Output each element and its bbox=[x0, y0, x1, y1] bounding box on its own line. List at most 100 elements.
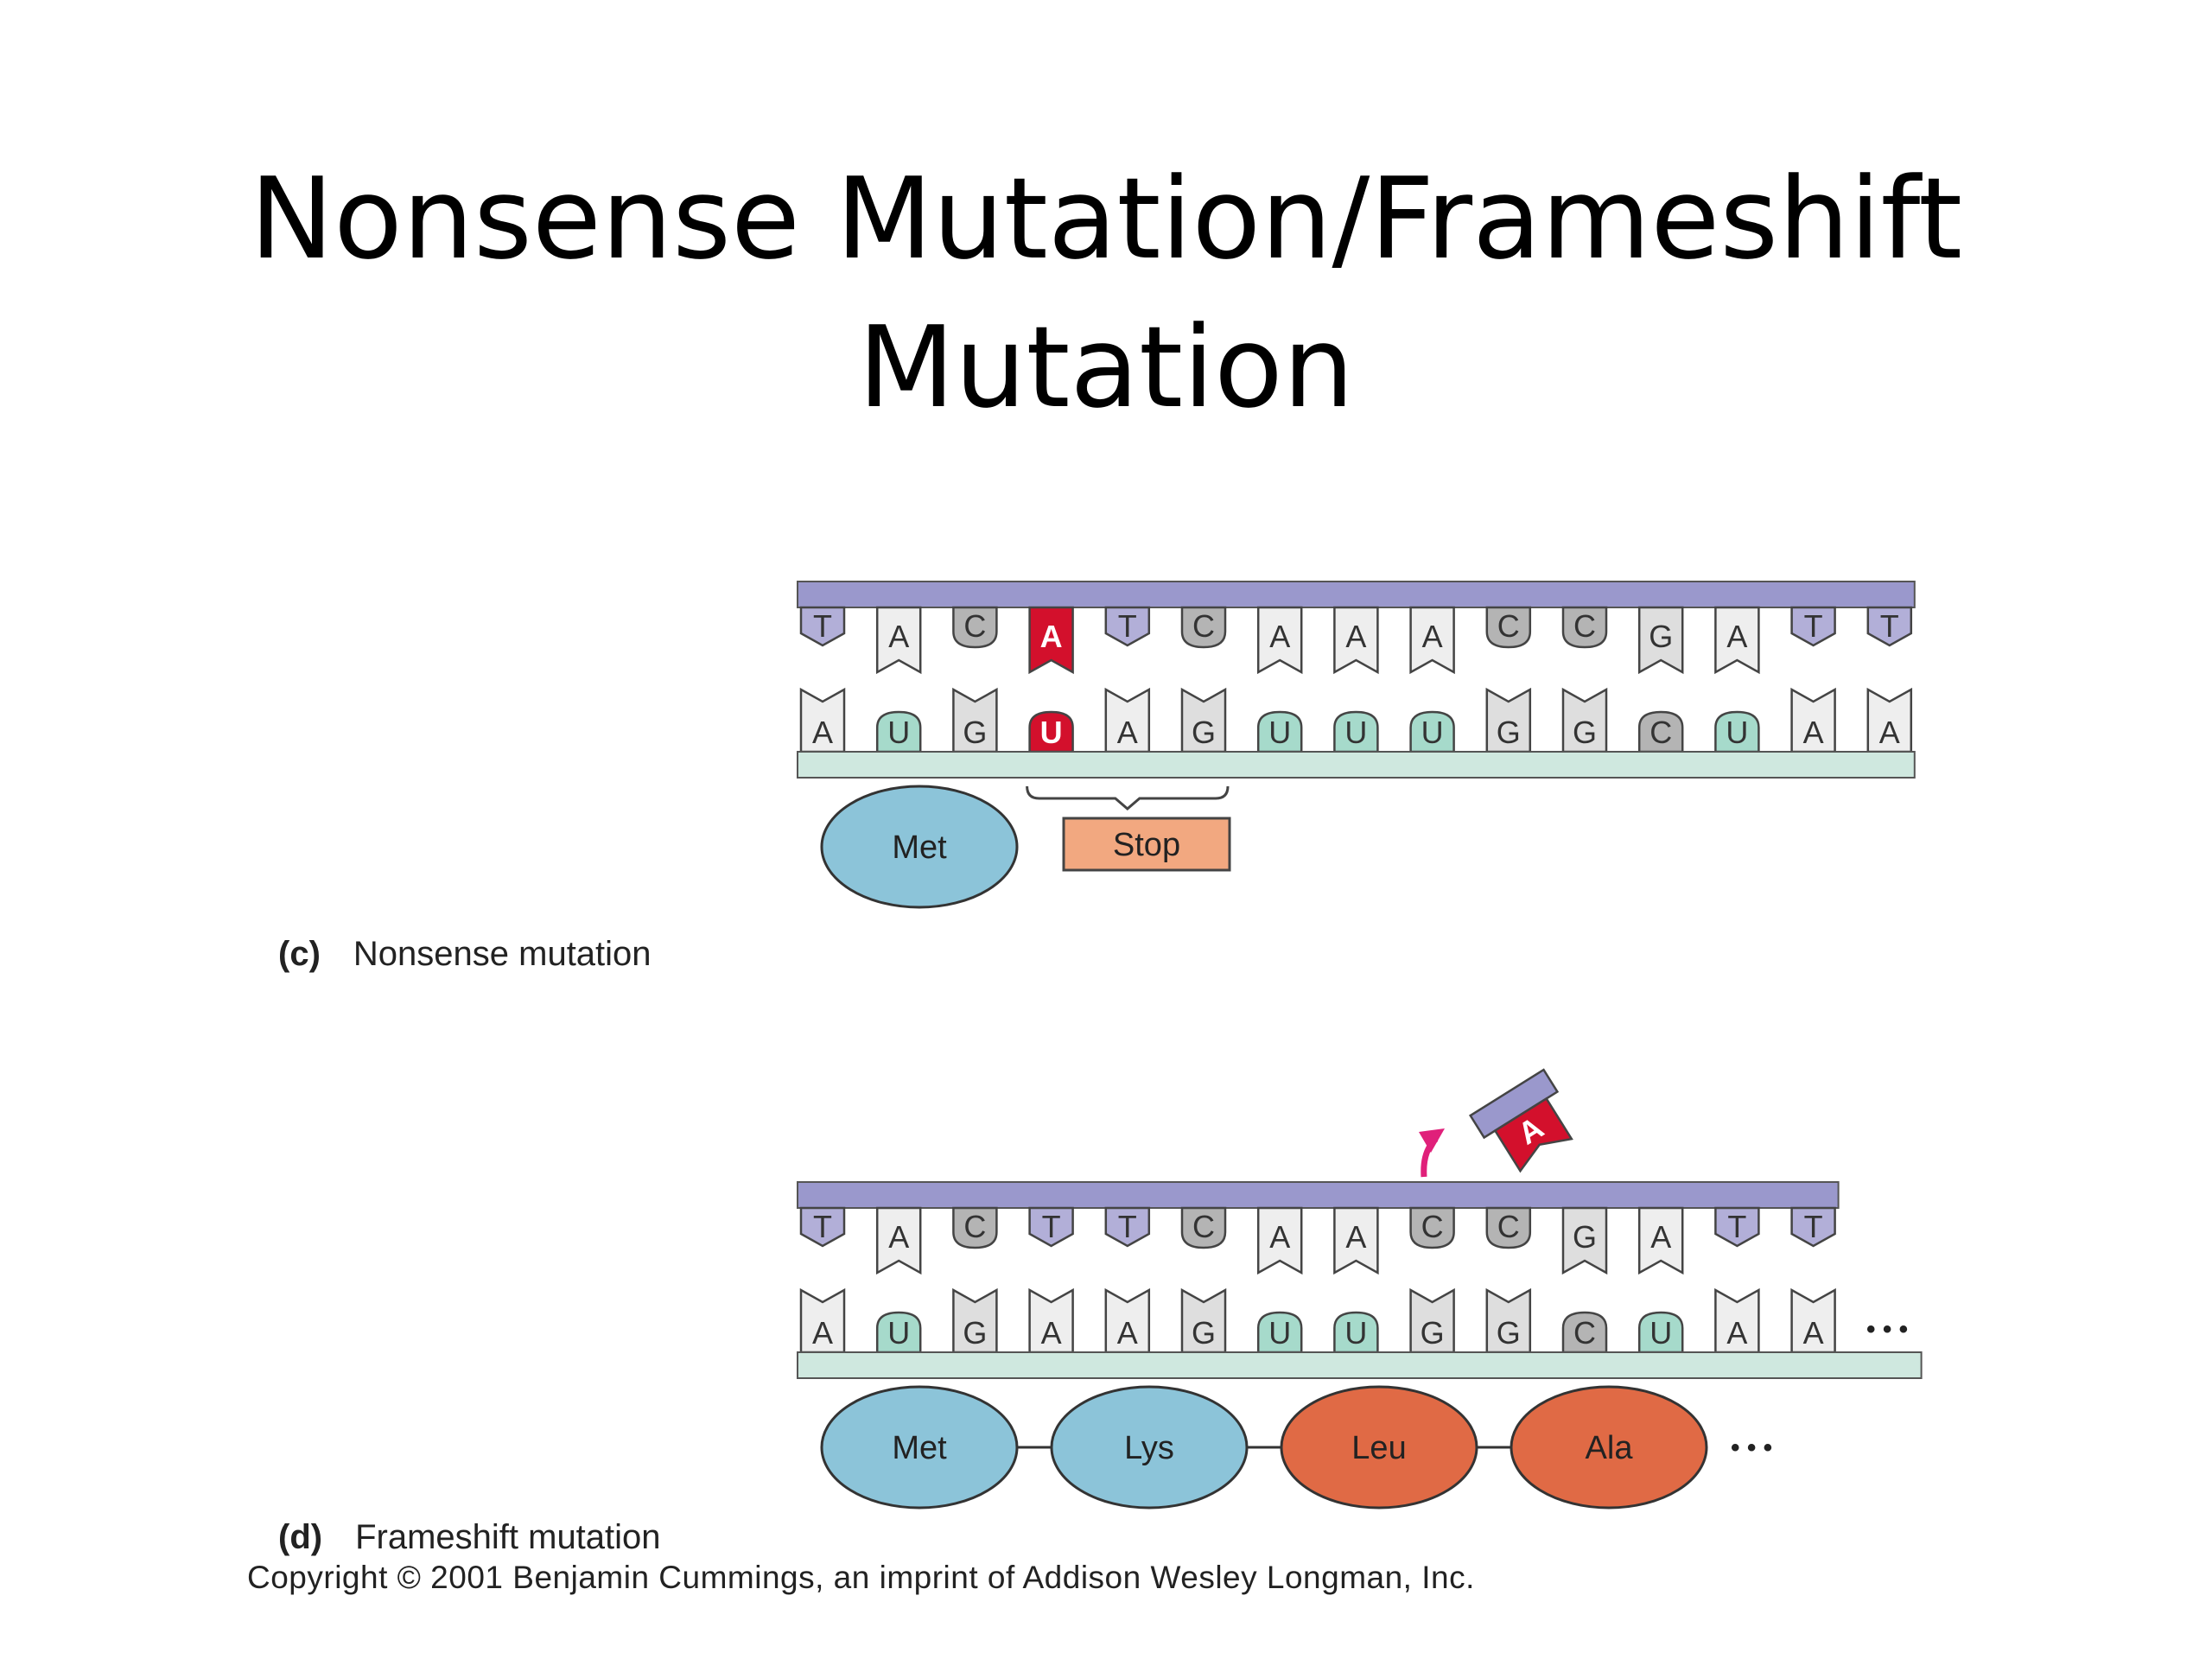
d-rna-base-1-label: A bbox=[812, 1315, 833, 1351]
d-dna-base-2-label: A bbox=[888, 1219, 909, 1255]
d-rna-base-7: U bbox=[1256, 1311, 1303, 1354]
c-dna-base-2-shape bbox=[875, 606, 922, 675]
d-deleted-base: A bbox=[1468, 1068, 1573, 1173]
d-protein-lys: Lys bbox=[1050, 1385, 1249, 1510]
d-rna-base-10-label: G bbox=[1497, 1315, 1521, 1351]
c-dna-base-2: A bbox=[875, 606, 922, 675]
c-dna-base-12-label: G bbox=[1649, 619, 1673, 654]
c-protein-met-shape bbox=[820, 785, 1019, 909]
c-dna-base-9-shape bbox=[1409, 606, 1455, 675]
c-dna-base-1-label: T bbox=[813, 608, 832, 644]
d-dna-backbone bbox=[797, 1181, 1840, 1209]
c-rna-base-13-label: U bbox=[1726, 715, 1748, 750]
c-rna-base-8: U bbox=[1333, 710, 1379, 753]
d-protein-leu-shape bbox=[1280, 1385, 1478, 1510]
c-dna-base-7-label: A bbox=[1269, 619, 1290, 654]
c-rna-base-6-label: G bbox=[1192, 715, 1216, 750]
d-protein-ala-shape bbox=[1510, 1385, 1708, 1510]
d-rna-base-4: A bbox=[1028, 1287, 1074, 1354]
c-rna-base-13: U bbox=[1714, 710, 1760, 753]
c-dna-base-6: C bbox=[1180, 606, 1227, 649]
c-rna-base-7-shape bbox=[1256, 710, 1303, 753]
d-rna-base-11-shape bbox=[1561, 1311, 1608, 1354]
c-dna-base-10: C bbox=[1485, 606, 1532, 649]
c-rna-base-4-shape bbox=[1028, 710, 1074, 753]
slide-title: Nonsense Mutation/Frameshift Mutation bbox=[0, 144, 2212, 442]
c-rna-base-10-label: G bbox=[1497, 715, 1521, 750]
caption-c: (c) Nonsense mutation bbox=[278, 935, 652, 974]
c-dna-base-13-shape bbox=[1714, 606, 1760, 675]
c-dna-base-4: A bbox=[1028, 606, 1074, 675]
d-arrow-head bbox=[1419, 1128, 1445, 1153]
c-rna-base-8-shape bbox=[1333, 710, 1379, 753]
d-rna-base-3-label: G bbox=[963, 1315, 987, 1351]
d-dna-base-1-shape bbox=[799, 1206, 846, 1248]
c-dna-base-2-label: A bbox=[888, 619, 909, 654]
caption-c-letter: (c) bbox=[278, 935, 321, 973]
c-rna-base-15: A bbox=[1866, 687, 1913, 753]
d-dna-base-6-label: C bbox=[1192, 1209, 1215, 1244]
caption-c-text: Nonsense mutation bbox=[353, 935, 652, 973]
c-dna-base-6-label: C bbox=[1192, 608, 1215, 644]
d-protein-met: Met bbox=[820, 1385, 1019, 1510]
c-rna-base-12-shape bbox=[1637, 710, 1684, 753]
d-rna-base-3: G bbox=[952, 1287, 998, 1354]
c-dna-base-10-label: C bbox=[1497, 608, 1520, 644]
c-rna-base-10: G bbox=[1485, 687, 1532, 753]
c-dna-base-15-label: T bbox=[1880, 608, 1899, 644]
c-rna-backbone bbox=[797, 751, 1916, 779]
d-protein-leu-label: Leu bbox=[1351, 1430, 1406, 1466]
d-protein-lys-label: Lys bbox=[1124, 1430, 1174, 1466]
c-dna-base-5: T bbox=[1104, 606, 1151, 647]
c-dna-base-3: C bbox=[952, 606, 998, 649]
d-dna-base-7-shape bbox=[1256, 1206, 1303, 1275]
d-dna-base-11-label: G bbox=[1573, 1219, 1597, 1255]
d-dna-base-10-shape bbox=[1485, 1206, 1532, 1249]
c-dna-base-14-shape bbox=[1790, 606, 1836, 647]
d-rna-backbone bbox=[797, 1351, 1923, 1379]
d-dna-base-12-shape bbox=[1637, 1206, 1684, 1275]
caption-d-text: Frameshift mutation bbox=[355, 1518, 661, 1556]
c-rna-base-9-label: U bbox=[1421, 715, 1444, 750]
c-rna-base-9-shape bbox=[1409, 710, 1455, 753]
d-dna-base-7: A bbox=[1256, 1206, 1303, 1275]
c-rna-base-11: G bbox=[1561, 687, 1608, 753]
c-stop-box: Stop bbox=[1062, 817, 1231, 872]
c-dna-base-14-label: T bbox=[1804, 608, 1823, 644]
d-rna-base-14: A bbox=[1790, 1287, 1836, 1354]
d-dna-base-12: A bbox=[1637, 1206, 1684, 1275]
c-rna-base-8-label: U bbox=[1344, 715, 1367, 750]
d-rna-base-12-shape bbox=[1637, 1311, 1684, 1354]
c-rna-base-3-label: G bbox=[963, 715, 987, 750]
c-dna-base-1: T bbox=[799, 606, 846, 647]
d-dna-base-10-label: C bbox=[1497, 1209, 1520, 1244]
d-rna-base-2-shape bbox=[875, 1311, 922, 1354]
c-dna-base-15-shape bbox=[1866, 606, 1913, 647]
c-stop-label: Stop bbox=[1113, 827, 1180, 863]
c-dna-base-11-label: C bbox=[1573, 608, 1596, 644]
c-protein-met-label: Met bbox=[892, 830, 947, 866]
c-rna-base-4: U bbox=[1028, 710, 1074, 753]
d-rna-base-7-label: U bbox=[1268, 1315, 1291, 1351]
c-dna-base-5-label: T bbox=[1118, 608, 1137, 644]
d-dna-base-13-shape bbox=[1714, 1206, 1760, 1248]
d-dna-base-4: T bbox=[1028, 1206, 1074, 1248]
c-rna-base-6: G bbox=[1180, 687, 1227, 753]
c-dna-base-4-label: A bbox=[1040, 619, 1063, 654]
c-rna-base-4-label: U bbox=[1040, 715, 1063, 750]
c-dna-base-9-label: A bbox=[1422, 619, 1443, 654]
d-dna-base-8-label: A bbox=[1345, 1219, 1366, 1255]
d-dna-base-9: C bbox=[1409, 1206, 1455, 1249]
d-protein-ala: Ala bbox=[1510, 1385, 1708, 1510]
d-dna-base-10: C bbox=[1485, 1206, 1532, 1249]
c-dna-base-12: G bbox=[1637, 606, 1684, 675]
c-rna-base-14: A bbox=[1790, 687, 1836, 753]
d-dna-base-6: C bbox=[1180, 1206, 1227, 1249]
d-dna-base-5-label: T bbox=[1118, 1209, 1137, 1244]
c-dna-base-7-shape bbox=[1256, 606, 1303, 675]
c-dna-base-8: A bbox=[1333, 606, 1379, 675]
d-dna-base-13: T bbox=[1714, 1206, 1760, 1248]
d-rna-base-7-shape bbox=[1256, 1311, 1303, 1354]
c-dna-base-15: T bbox=[1866, 606, 1913, 647]
